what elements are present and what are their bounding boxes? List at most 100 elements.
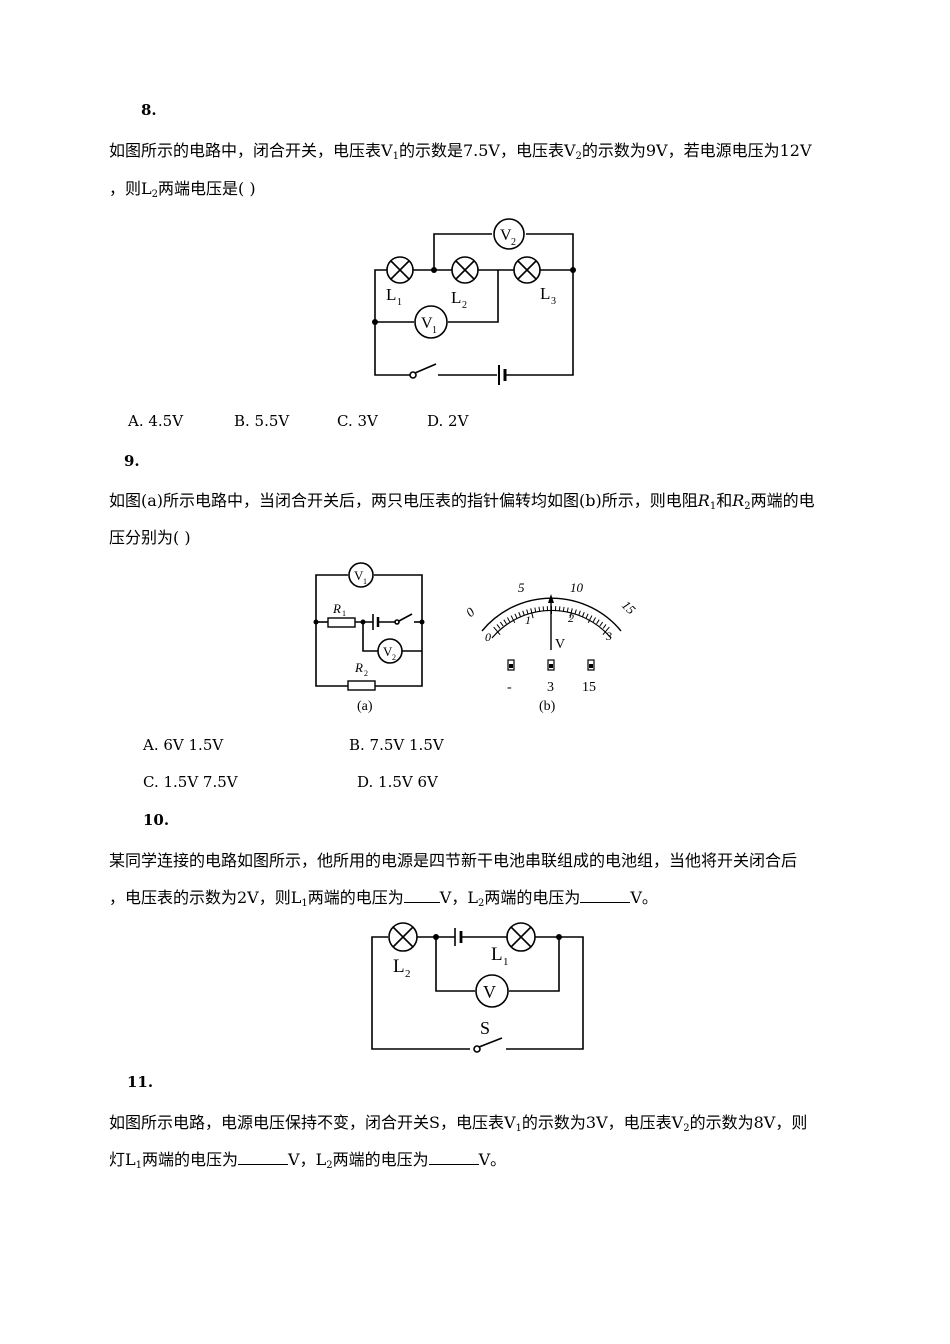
dial-tick bbox=[574, 609, 577, 615]
svg-text:2: 2 bbox=[405, 968, 411, 980]
question-9-option-a: A. 6V 1.5V bbox=[143, 736, 224, 754]
dial-tick bbox=[506, 617, 511, 623]
question-10-number: 10. bbox=[143, 811, 170, 829]
question-10-circuit-diagram: V L 2 L 1 S bbox=[371, 922, 584, 1053]
dial-tick bbox=[562, 606, 565, 612]
dial-tick bbox=[518, 611, 522, 618]
svg-text:-: - bbox=[507, 680, 512, 695]
question-8-text-line2: ，则L2两端电压是( ) bbox=[109, 179, 256, 200]
question-8-text-line1: 如图所示的电路中，闭合开关，电压表V1的示数是7.5V，电压表V2的示数为9V，… bbox=[109, 141, 812, 162]
answer-blank-l2-voltage bbox=[580, 888, 631, 903]
switch-pivot bbox=[394, 619, 400, 625]
dial-tick bbox=[538, 606, 541, 612]
lamp-l1-symbol bbox=[506, 922, 536, 952]
svg-text:V: V bbox=[500, 227, 512, 244]
svg-text:0: 0 bbox=[463, 604, 478, 620]
answer-blank-l1-voltage bbox=[403, 888, 440, 903]
question-11-text-line1: 如图所示电路，电源电压保持不变，闭合开关S，电压表V1的示数为3V，电压表V2的… bbox=[109, 1113, 808, 1134]
dial-tick bbox=[534, 607, 537, 613]
resistor-r1-symbol bbox=[327, 617, 356, 628]
svg-text:15: 15 bbox=[619, 597, 639, 617]
dial-tick bbox=[499, 621, 504, 627]
svg-text:10: 10 bbox=[570, 580, 584, 595]
svg-text:L: L bbox=[386, 285, 396, 304]
question-9-figure-b-voltmeter-dial: 0 5 10 15 0 1 2 3 V - 3 15 (b) bbox=[463, 580, 639, 714]
question-9-option-c: C. 1.5V 7.5V bbox=[143, 773, 238, 791]
question-8-option-c: C. 3V bbox=[337, 412, 378, 430]
svg-text:1: 1 bbox=[525, 613, 531, 627]
svg-text:1: 1 bbox=[432, 325, 437, 336]
svg-text:R: R bbox=[354, 660, 363, 675]
dial-tick bbox=[526, 609, 529, 615]
answer-blank-l2-voltage bbox=[428, 1150, 479, 1165]
svg-text:2: 2 bbox=[511, 237, 516, 248]
question-8-option-a: A. 4.5V bbox=[128, 412, 184, 430]
dial-tick bbox=[514, 613, 518, 619]
svg-text:1: 1 bbox=[503, 956, 509, 968]
svg-text:V: V bbox=[555, 637, 565, 652]
svg-text:R: R bbox=[332, 601, 341, 616]
resistor-r2-symbol bbox=[347, 680, 376, 691]
svg-text:L: L bbox=[451, 288, 461, 307]
svg-text:2: 2 bbox=[462, 300, 467, 311]
svg-text:1: 1 bbox=[342, 609, 346, 618]
svg-text:V: V bbox=[354, 568, 364, 583]
dial-tick bbox=[530, 608, 534, 619]
switch-pivot bbox=[409, 371, 417, 379]
lamp-l2-symbol bbox=[388, 922, 418, 952]
dial-tick bbox=[569, 608, 573, 619]
question-8-circuit-diagram: V 2 L 1 L 2 L 3 V 1 bbox=[372, 218, 576, 385]
dial-tick bbox=[522, 610, 525, 616]
terminal-3 bbox=[547, 659, 555, 671]
svg-text:L: L bbox=[491, 944, 503, 965]
voltmeter-v1-symbol bbox=[414, 305, 448, 339]
lamp-l2-symbol bbox=[451, 256, 479, 284]
svg-text:5: 5 bbox=[518, 580, 525, 595]
terminal-negative bbox=[507, 659, 515, 671]
question-9-option-b: B. 7.5V 1.5V bbox=[349, 736, 444, 754]
voltmeter-v1-symbol bbox=[348, 562, 374, 588]
question-9-option-d: D. 1.5V 6V bbox=[357, 773, 438, 791]
svg-text:0: 0 bbox=[485, 630, 491, 644]
dial-tick bbox=[596, 619, 600, 625]
dial-tick bbox=[496, 624, 501, 629]
terminal-15 bbox=[587, 659, 595, 671]
lamp-l1-symbol bbox=[386, 256, 414, 284]
svg-text:1: 1 bbox=[363, 577, 367, 586]
figure-b-caption: (b) bbox=[539, 699, 556, 714]
svg-text:3: 3 bbox=[547, 680, 554, 695]
svg-text:2: 2 bbox=[568, 611, 574, 625]
question-9-number: 9. bbox=[124, 452, 140, 470]
dial-tick bbox=[503, 619, 507, 625]
question-9-figure-a-circuit: V 1 R 1 V 2 R 2 (a) bbox=[313, 562, 425, 714]
svg-text:S: S bbox=[480, 1018, 490, 1038]
svg-text:L: L bbox=[540, 284, 550, 303]
switch-pivot bbox=[473, 1045, 481, 1053]
svg-text:1: 1 bbox=[397, 297, 402, 308]
svg-text:V: V bbox=[421, 315, 433, 332]
svg-text:15: 15 bbox=[582, 680, 596, 695]
dial-tick bbox=[602, 626, 610, 636]
question-8-option-b: B. 5.5V bbox=[234, 412, 290, 430]
dial-tick bbox=[578, 610, 581, 616]
dial-tick bbox=[493, 626, 501, 636]
dial-tick bbox=[602, 624, 607, 629]
voltmeter-v-symbol bbox=[475, 974, 509, 1008]
voltmeter-v2-symbol bbox=[377, 638, 403, 664]
svg-text:2: 2 bbox=[392, 653, 396, 662]
dial-tick bbox=[592, 617, 597, 623]
answer-blank-l1-voltage bbox=[238, 1150, 289, 1165]
question-8-option-d: D. 2V bbox=[427, 412, 469, 430]
dial-tick bbox=[510, 615, 516, 623]
svg-text:L: L bbox=[393, 956, 405, 977]
svg-text:3: 3 bbox=[605, 629, 612, 643]
svg-text:V: V bbox=[383, 644, 393, 659]
dial-tick bbox=[581, 611, 585, 618]
figure-a-caption: (a) bbox=[357, 699, 373, 714]
dial-tick bbox=[599, 621, 604, 627]
svg-text:V: V bbox=[483, 982, 496, 1002]
dial-tick bbox=[585, 613, 589, 619]
svg-text:2: 2 bbox=[364, 669, 368, 678]
